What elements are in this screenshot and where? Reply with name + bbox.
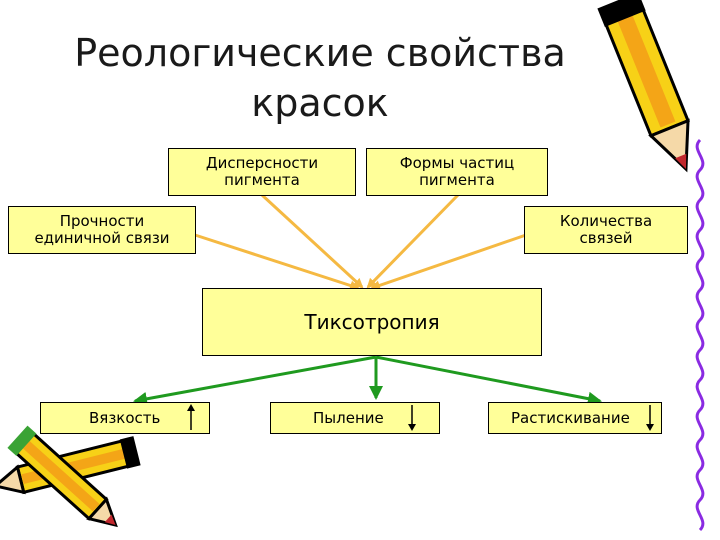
arrow-particle-shape — [366, 193, 460, 289]
effect-spreading-box: Растискивание — [488, 402, 662, 434]
page-title: Реологические свойства красок — [40, 28, 600, 128]
trend-down-arrow-icon — [646, 405, 654, 431]
pencil-icon — [597, 0, 690, 173]
curly-line — [695, 138, 705, 532]
arrow-spreading — [375, 355, 602, 406]
pencil-icon — [7, 425, 118, 528]
arrow-bond-strength — [194, 233, 360, 291]
arrow-bond-count — [370, 233, 527, 291]
factor-dispersity-line1: Дисперсности — [205, 154, 319, 172]
effect-dusting-label: Пыление — [313, 408, 384, 427]
factor-particle-shape-box: Формы частиц пигмента — [366, 148, 548, 196]
factor-bond-count-line2: связей — [579, 229, 633, 247]
arrow-dispersity — [260, 193, 364, 289]
effect-viscosity-box: Вязкость — [40, 402, 210, 434]
thixotropy-box: Тиксотропия — [202, 288, 542, 356]
factor-bond-strength-box: Прочности единичной связи — [8, 206, 196, 254]
factor-dispersity-box: Дисперсности пигмента — [168, 148, 356, 196]
factor-bond-count-line1: Количества — [559, 212, 653, 230]
trend-up-arrow-icon — [187, 404, 195, 430]
title-line-1: Реологические свойства — [74, 31, 566, 75]
effect-spreading-label: Растискивание — [511, 408, 630, 427]
factor-bond-strength-line2: единичной связи — [34, 229, 170, 247]
arrow-viscosity — [133, 355, 377, 406]
thixotropy-label: Тиксотропия — [304, 309, 440, 334]
title-line-2: красок — [251, 81, 389, 125]
factor-dispersity-line2: пигмента — [224, 171, 300, 189]
effect-viscosity-label: Вязкость — [89, 408, 161, 427]
factor-bond-count-box: Количества связей — [524, 206, 688, 254]
factor-particle-shape-line2: пигмента — [419, 171, 495, 189]
trend-down-arrow-icon — [408, 405, 416, 431]
factor-bond-strength-line1: Прочности — [59, 212, 145, 230]
factor-particle-shape-line1: Формы частиц — [399, 154, 515, 172]
